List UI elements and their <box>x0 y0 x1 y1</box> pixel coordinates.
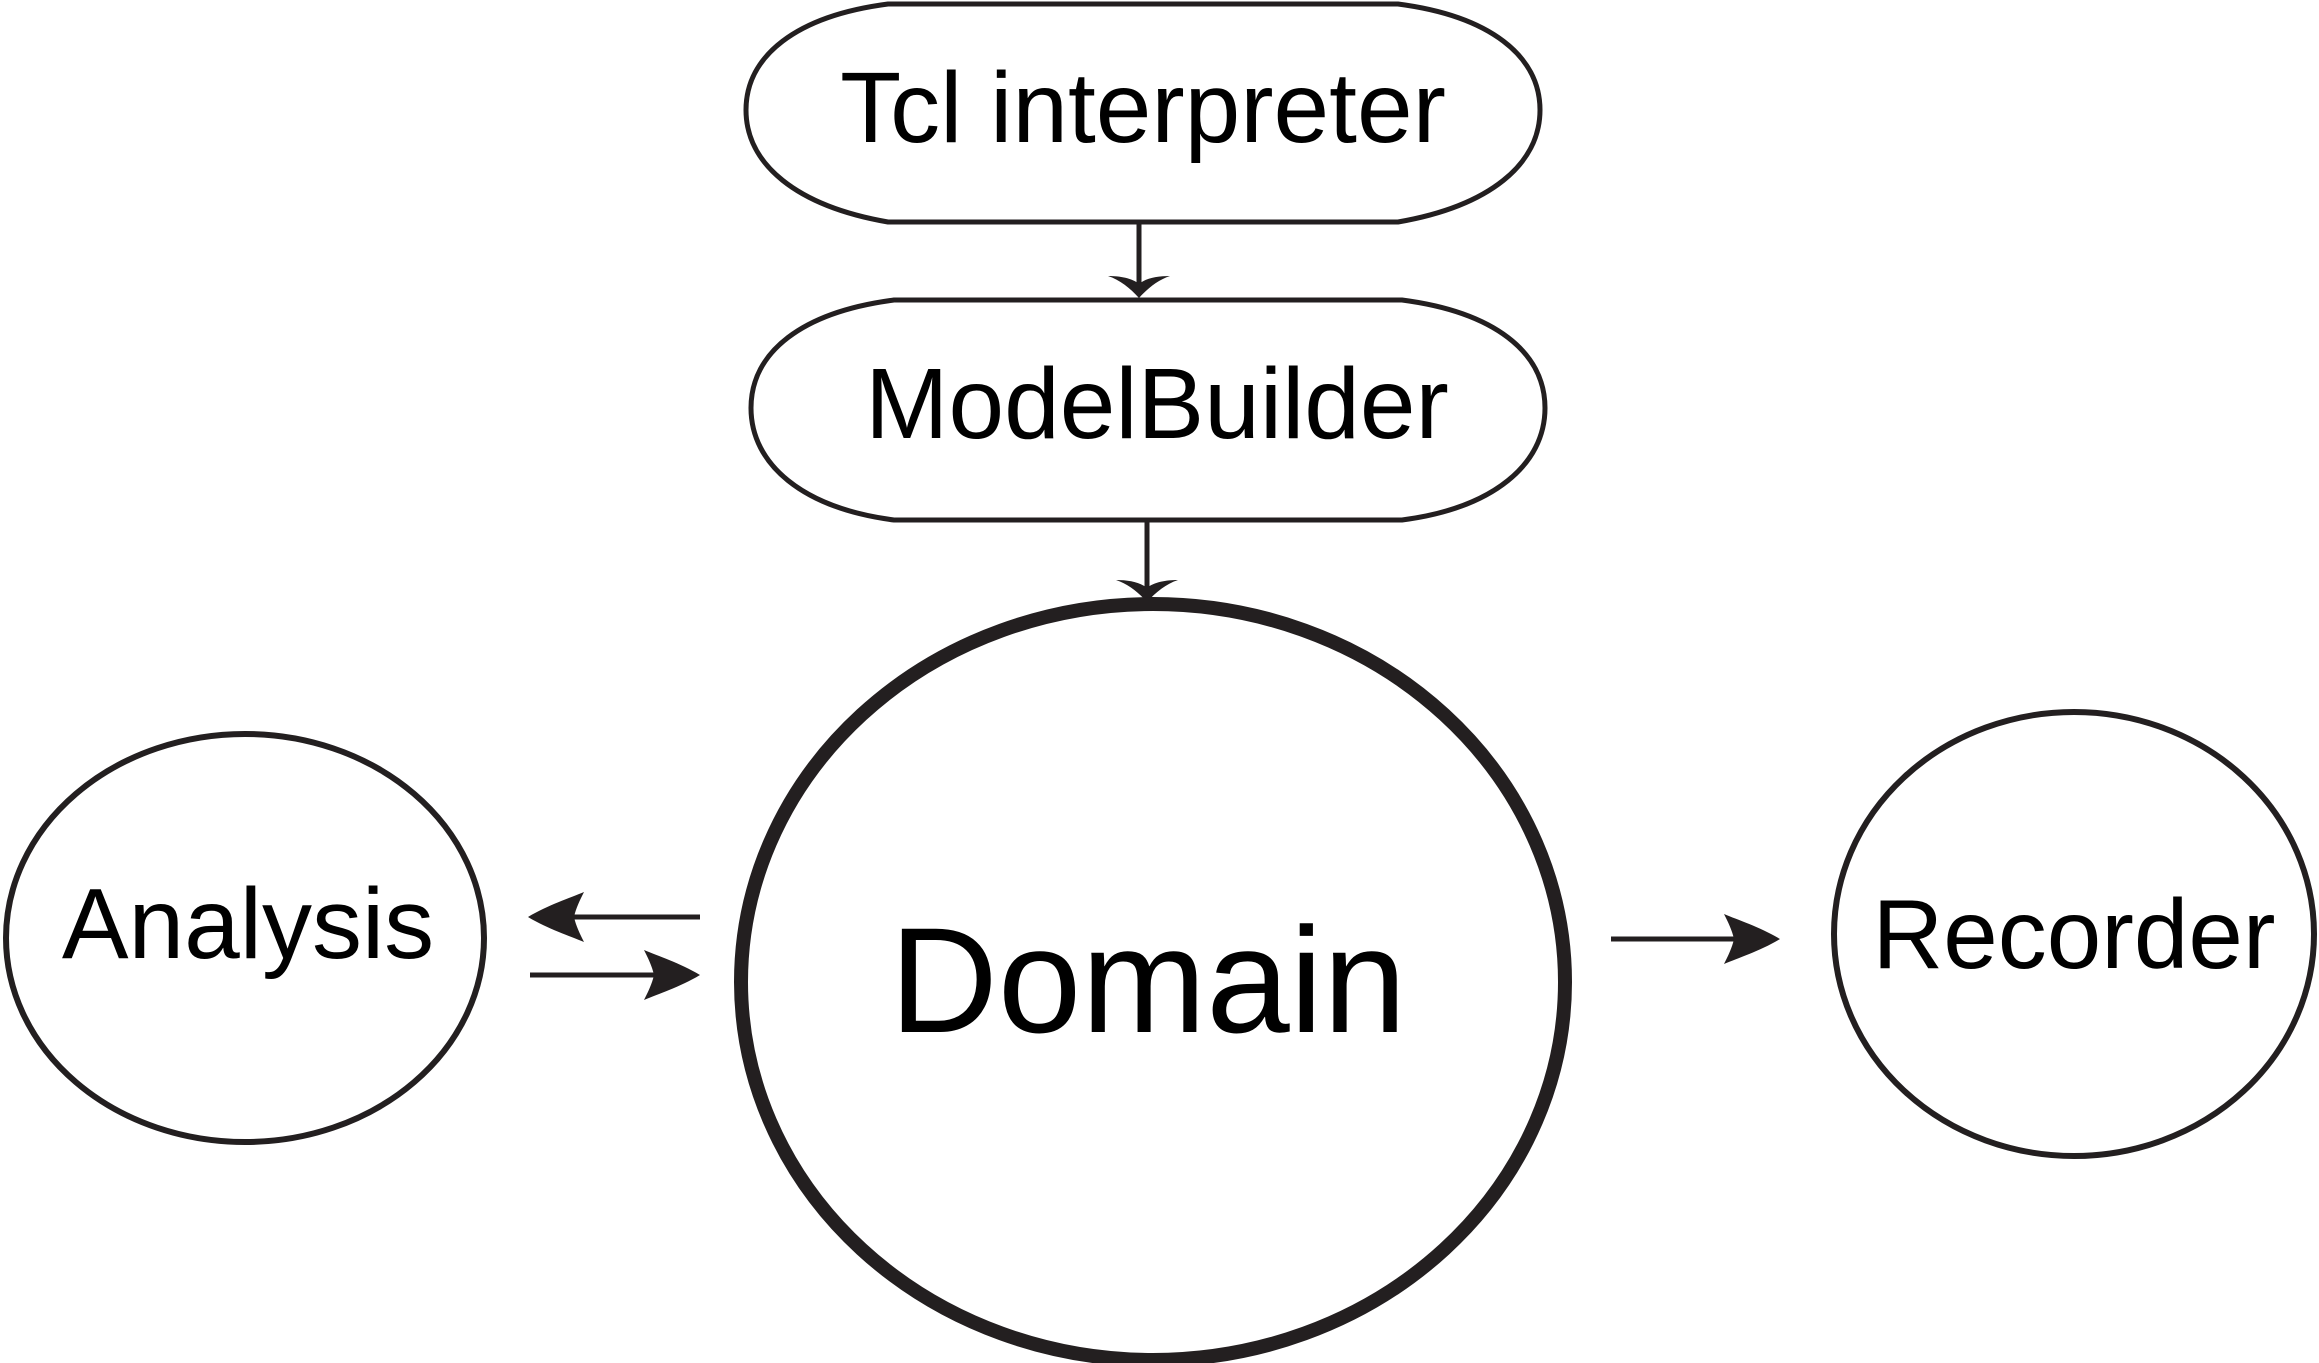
edge-domain-to-recorder <box>1611 914 1780 964</box>
arrowhead-icon <box>1724 914 1780 964</box>
node-modelbuilder: ModelBuilder <box>748 297 1548 523</box>
node-domain: Domain <box>734 597 1572 1363</box>
arrowhead-icon <box>644 950 700 1000</box>
edge-domain-to-analysis <box>528 892 700 942</box>
node-recorder: Recorder <box>1831 709 2317 1159</box>
node-tcl-interpreter: Tcl interpreter <box>743 1 1543 225</box>
domain-shape <box>734 597 1572 1363</box>
edge-modelbuilder-to-domain <box>1116 520 1178 602</box>
tcl-interpreter-shape <box>743 1 1543 225</box>
arrowhead-icon <box>528 892 584 942</box>
edge-tcl-to-modelbuilder <box>1108 222 1170 298</box>
recorder-label: Recorder <box>1872 879 2275 989</box>
analysis-label: Analysis <box>62 868 434 980</box>
domain-label: Domain <box>890 896 1407 1064</box>
recorder-shape <box>1831 709 2317 1159</box>
modelbuilder-label: ModelBuilder <box>865 348 1449 460</box>
modelbuilder-shape <box>748 297 1548 523</box>
edge-analysis-to-domain <box>530 950 700 1000</box>
arrowhead-icon <box>1108 276 1170 298</box>
tcl-interpreter-label: Tcl interpreter <box>840 52 1446 164</box>
arrowhead-icon <box>1116 580 1178 602</box>
node-analysis: Analysis <box>3 731 487 1145</box>
analysis-shape <box>3 731 487 1145</box>
